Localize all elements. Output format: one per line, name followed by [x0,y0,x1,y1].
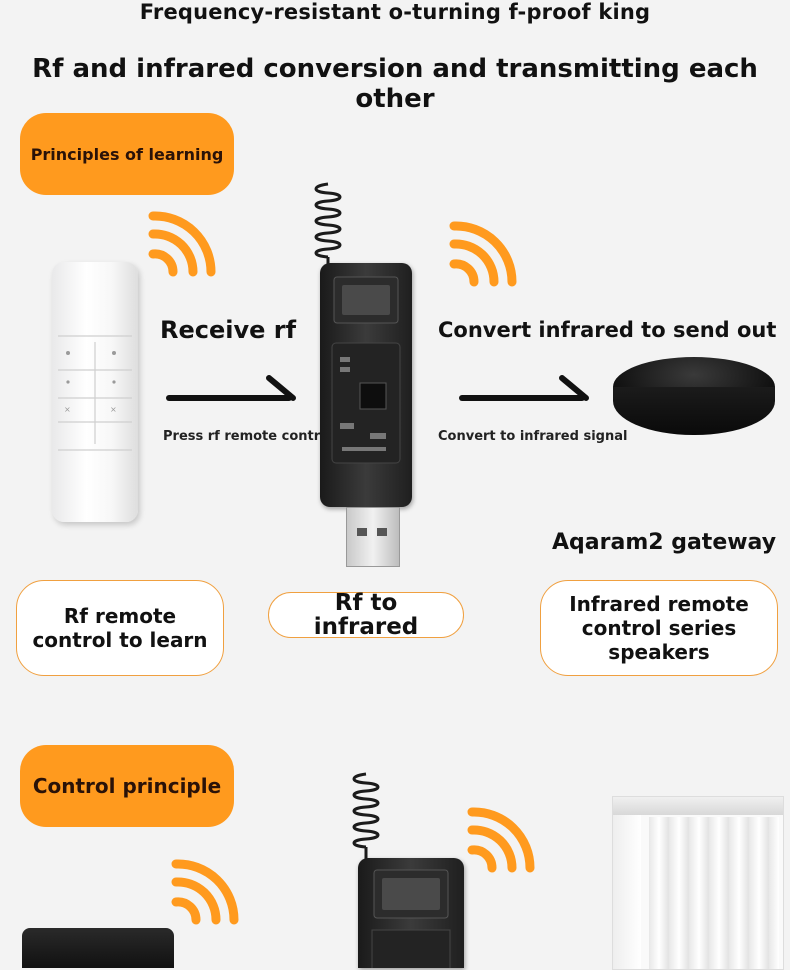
control-badge: Control principle [20,745,234,827]
page-subtitle: Rf and infrared conversion and transmitt… [32,54,758,114]
svg-text:×: × [110,405,117,414]
left-caption: Press rf remote control [163,429,334,444]
receive-rf-label: Receive rf [160,316,297,344]
gateway-label: Aqaram2 gateway [552,530,777,555]
card-rf-remote: Rf remote control to learn [16,580,224,676]
card-infrared-speakers-text: Infrared remote control series speakers [569,592,749,664]
learning-badge: Principles of learning [20,113,234,195]
card-rf-to-infrared-text: Rf to infrared [313,590,419,640]
card-rf-remote-text: Rf remote control to learn [32,604,208,652]
rf-ir-dongle [320,263,412,507]
arrow-right-icon [166,375,296,401]
wifi-signal-icon [449,221,517,287]
gateway-hub-image [22,928,174,968]
control-badge-label: Control principle [32,774,222,798]
card-rf-to-infrared: Rf to infrared [268,590,464,640]
wifi-signal-icon [467,807,535,873]
svg-text:×: × [64,405,71,414]
antenna-coil [352,772,380,862]
card-infrared-speakers: Infrared remote control series speakers [540,580,778,676]
arrow-right-icon [459,375,589,401]
rf-remote-image: ×× [52,262,138,522]
curtain-image [612,796,784,970]
learning-badge-label: Principles of learning [30,144,224,164]
page-title: Frequency-resistant o-turning f-proof ki… [139,0,651,24]
usb-plug [346,507,400,567]
rf-ir-dongle [358,858,464,968]
antenna-coil [314,182,342,274]
right-caption: Convert to infrared signal [438,429,628,444]
convert-infrared-label: Convert infrared to send out [438,318,777,342]
gateway-hub-image [613,345,775,455]
wifi-signal-icon [148,211,216,277]
wifi-signal-icon [171,859,239,925]
